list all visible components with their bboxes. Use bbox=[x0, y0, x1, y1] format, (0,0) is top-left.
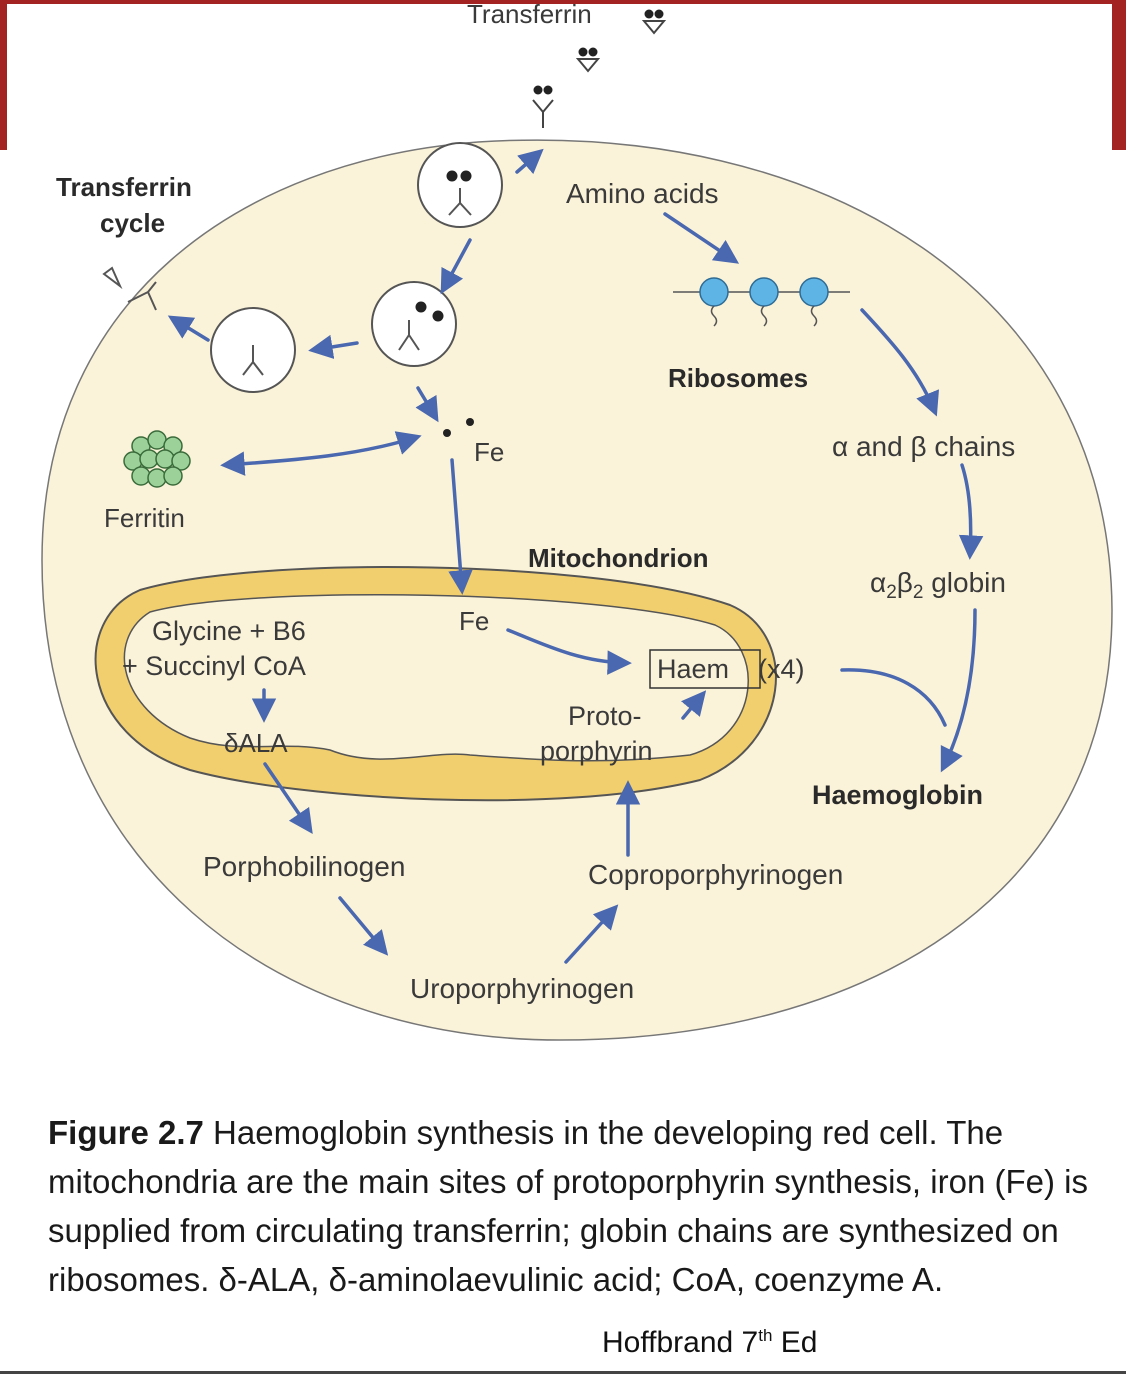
transferrin-label: Transferrin bbox=[467, 0, 592, 29]
transferrin-cycle-label-line1: Transferrin bbox=[56, 172, 192, 202]
pathway-arrows bbox=[167, 148, 984, 964]
incoming-transferrin-icons bbox=[532, 9, 667, 128]
bottom-rule bbox=[0, 1371, 1126, 1374]
endosome-loaded bbox=[371, 281, 457, 367]
figure-number: Figure 2.7 bbox=[48, 1114, 204, 1151]
endocytic-pit bbox=[417, 142, 503, 228]
uroporphyrinogen-label: Uroporphyrinogen bbox=[410, 973, 634, 1004]
protoporphyrin-label-line2: porphyrin bbox=[540, 736, 653, 766]
credit-author: Hoffbrand 7 bbox=[602, 1326, 759, 1359]
porphobilinogen-label: Porphobilinogen bbox=[203, 851, 405, 882]
fe-label-mito: Fe bbox=[459, 606, 489, 636]
alpha-beta-chains-label: α and β chains bbox=[832, 431, 1015, 462]
red-header-frame bbox=[0, 0, 1126, 150]
mitochondrion-shape bbox=[94, 566, 777, 802]
haemoglobin-label: Haemoglobin bbox=[812, 780, 983, 810]
globin-label: α2β2 globin bbox=[870, 567, 1006, 603]
transferrin-cycle-label-line2: cycle bbox=[100, 208, 165, 238]
haem-label: Haem bbox=[657, 654, 729, 684]
mitochondrion-label: Mitochondrion bbox=[528, 543, 709, 573]
haem-box bbox=[649, 649, 761, 689]
ala-label: δALA bbox=[224, 728, 288, 758]
glycine-label-line2: + Succinyl CoA bbox=[122, 651, 306, 681]
coproporphyrinogen-label: Coproporphyrinogen bbox=[588, 859, 843, 890]
figure-caption: Figure 2.7 Haemoglobin synthesis in the … bbox=[48, 1108, 1098, 1304]
ribosomes-label: Ribosomes bbox=[668, 363, 808, 393]
fe-label-top: Fe bbox=[474, 437, 504, 467]
protoporphyrin-label-line1: Proto- bbox=[568, 701, 642, 731]
source-credit: Hoffbrand 7th Ed bbox=[602, 1326, 817, 1360]
glycine-label-line1: Glycine + B6 bbox=[152, 616, 306, 646]
recycled-receptor-icon bbox=[102, 266, 157, 311]
ferritin-label: Ferritin bbox=[104, 503, 185, 533]
endosome-empty bbox=[210, 307, 296, 393]
credit-suffix: Ed bbox=[772, 1326, 818, 1359]
amino-acids-label: Amino acids bbox=[566, 178, 719, 209]
ribosomes-icon bbox=[673, 277, 850, 327]
ferritin-icon bbox=[123, 430, 191, 488]
iron-dots bbox=[443, 418, 474, 437]
credit-superscript: th bbox=[758, 1326, 773, 1345]
caption-text: Haemoglobin synthesis in the developing … bbox=[48, 1114, 1088, 1298]
haem-count-label: (x4) bbox=[758, 654, 805, 684]
